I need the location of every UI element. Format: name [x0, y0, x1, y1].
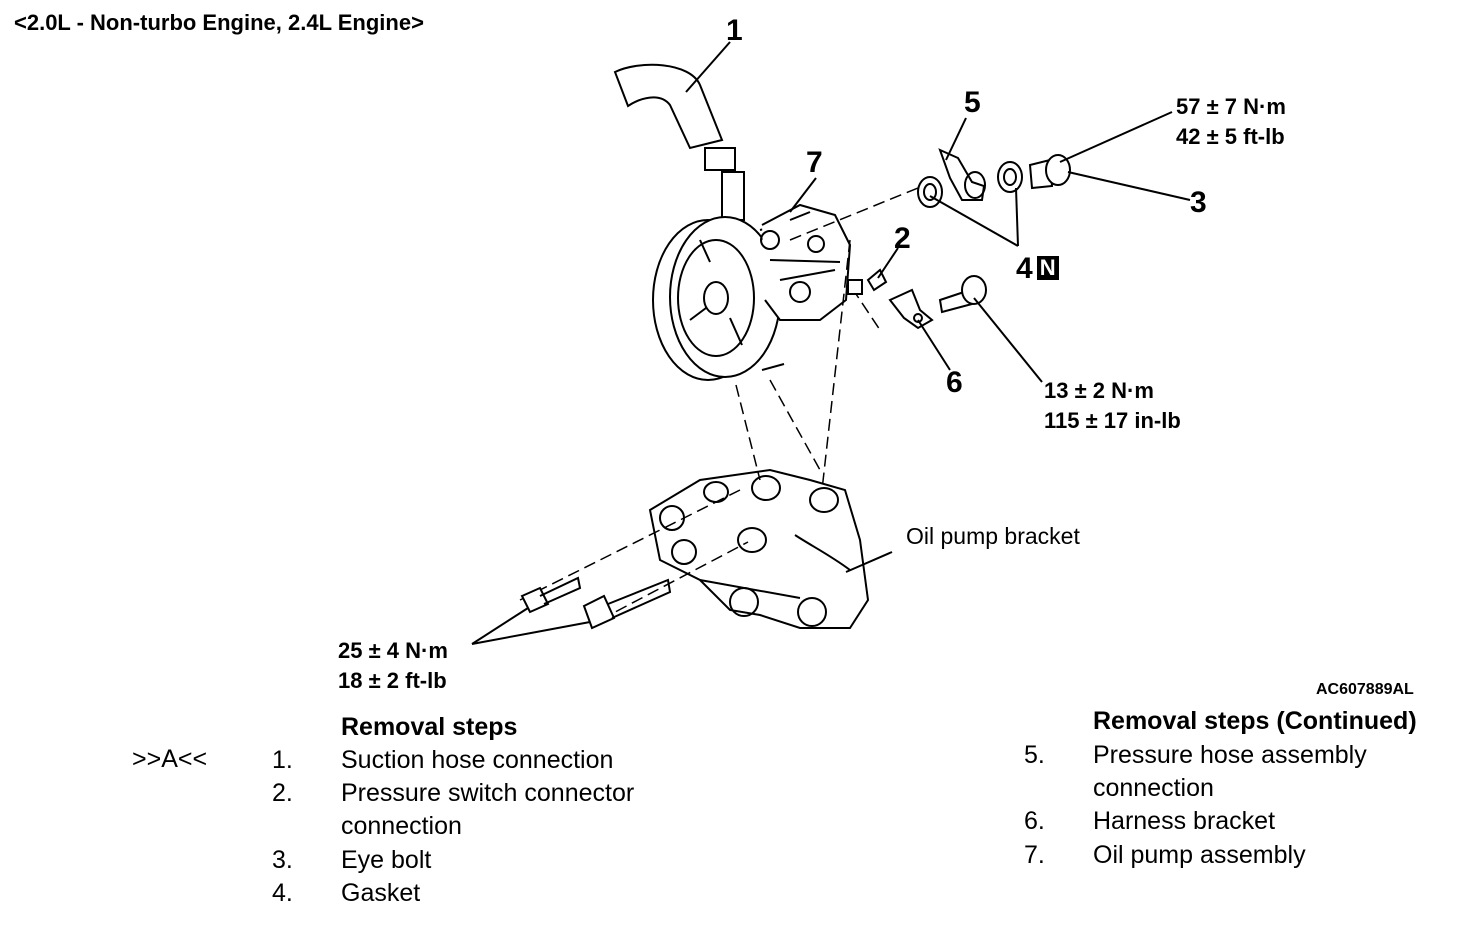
step-5-text-cont: connection	[1093, 774, 1214, 802]
removal-steps-continued-title: Removal steps (Continued)	[1093, 707, 1417, 735]
step-2-text: Pressure switch connector	[341, 779, 635, 807]
callout-3: 3	[1190, 186, 1207, 219]
figure-id: AC607889AL	[1316, 681, 1414, 698]
torque-pump-bolts: 25 ± 4 N·m 18 ± 2 ft-lb	[338, 636, 448, 696]
harness-bracket	[888, 288, 934, 330]
pressure-switch-connector	[847, 268, 888, 295]
callout-1: 1	[726, 14, 743, 47]
n-badge: N	[1036, 256, 1059, 280]
step-7-text: Oil pump assembly	[1093, 841, 1306, 869]
gaskets	[917, 161, 1023, 208]
torque-eye-bolt-ftlb: 42 ± 5 ft-lb	[1176, 124, 1285, 149]
torque-pump-bolts-nm: 25 ± 4 N·m	[338, 638, 448, 663]
pressure-hose-assembly	[938, 148, 986, 201]
oil-pump-bracket-label: Oil pump bracket	[906, 523, 1080, 549]
torque-harness-bolt-nm: 13 ± 2 N·m	[1044, 378, 1154, 403]
oil-pump-bracket	[648, 468, 870, 629]
step-7-number: 7.	[1024, 841, 1045, 869]
torque-eye-bolt: 57 ± 7 N·m 42 ± 5 ft-lb	[1176, 92, 1286, 152]
step-4-text: Gasket	[341, 879, 421, 907]
callout-7: 7	[806, 146, 823, 179]
step-3-number: 3.	[272, 846, 293, 874]
step-6-text: Harness bracket	[1093, 807, 1276, 835]
pump-body	[760, 203, 852, 321]
step-4-number: 4.	[272, 879, 293, 907]
step-6-number: 6.	[1024, 807, 1045, 835]
step-5-number: 5.	[1024, 741, 1045, 769]
section-header: <2.0L - Non-turbo Engine, 2.4L Engine>	[14, 10, 424, 35]
alignment-lines	[519, 187, 919, 621]
removal-steps-title: Removal steps	[341, 713, 518, 741]
step-1-number: 1.	[272, 746, 293, 774]
step-5-text: Pressure hose assembly	[1093, 741, 1367, 769]
step-2-text-cont: connection	[341, 812, 462, 840]
callout-5: 5	[964, 86, 981, 119]
harness-bracket-bolt	[938, 275, 987, 314]
eye-bolt	[1028, 154, 1071, 190]
torque-harness-bolt: 13 ± 2 N·m 115 ± 17 in-lb	[1044, 376, 1181, 436]
reference-mark-a: >>A<<	[132, 745, 208, 773]
torque-pump-bolts-ftlb: 18 ± 2 ft-lb	[338, 668, 447, 693]
suction-hose	[613, 63, 745, 221]
step-2-number: 2.	[272, 779, 293, 807]
torque-eye-bolt-nm: 57 ± 7 N·m	[1176, 94, 1286, 119]
step-1-text: Suction hose connection	[341, 746, 614, 774]
callout-6: 6	[946, 366, 963, 399]
step-3-text: Eye bolt	[341, 846, 432, 874]
leader-lines	[471, 41, 1191, 645]
pump-mounting-bolts	[520, 576, 672, 630]
callout-2: 2	[894, 222, 911, 255]
callout-4-number: 4	[1016, 252, 1033, 285]
torque-harness-bolt-inlb: 115 ± 17 in-lb	[1044, 408, 1181, 433]
